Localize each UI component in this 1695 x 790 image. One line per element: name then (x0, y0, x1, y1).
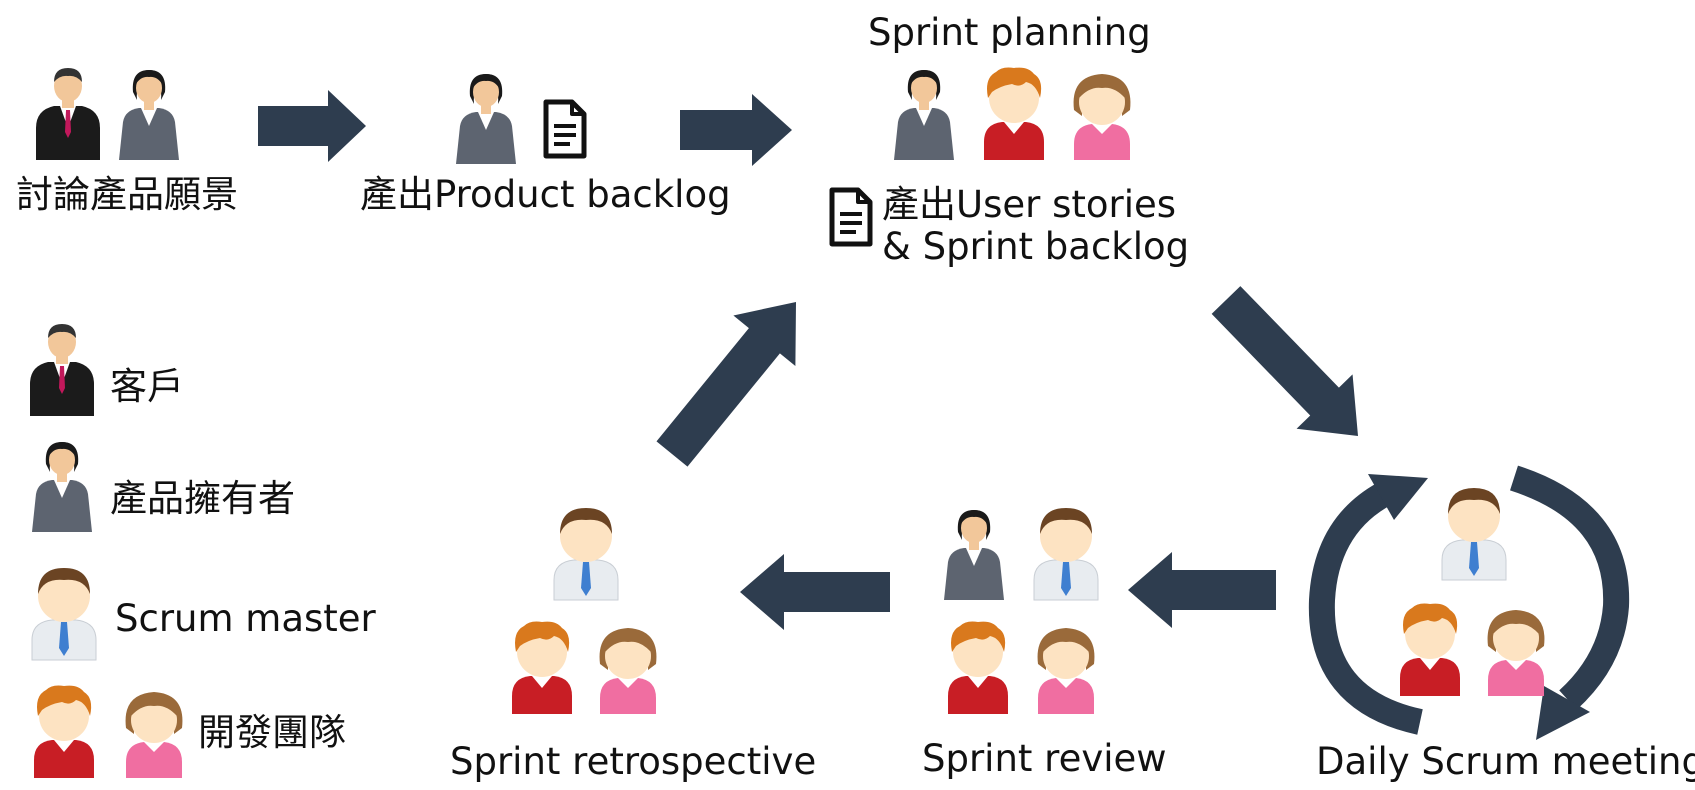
developer-male-icon (984, 67, 1044, 160)
product-owner-icon (119, 70, 179, 160)
cycle-arrow-right-head (1536, 686, 1590, 740)
flow-arrow-retro-to-planning (656, 302, 796, 467)
sprint-review-label: Sprint review (922, 737, 1167, 780)
document-icon (829, 187, 873, 247)
flow-arrow-review-to-retro (740, 554, 890, 630)
developer-male-icon (1400, 603, 1460, 696)
legend-customer-label: 客戶 (110, 365, 184, 408)
customer-icon (36, 68, 100, 160)
flow-arrow-vision-to-backlog (258, 90, 366, 162)
legend-dev-team-label: 開發團隊 (198, 711, 346, 754)
product-owner-icon (944, 510, 1004, 600)
developer-female-icon (599, 628, 657, 714)
scrum-master-icon (553, 508, 619, 601)
flow-arrow-daily-to-review (1128, 552, 1276, 628)
legend-product-owner-label: 產品擁有者 (110, 477, 295, 520)
sprint-planning-title: Sprint planning (868, 11, 1151, 54)
vision-label: 討論產品願景 (16, 173, 238, 216)
sprint-retrospective-label: Sprint retrospective (450, 740, 817, 783)
developer-female-icon (1037, 628, 1095, 714)
planning-output-line1: 產出User stories (882, 183, 1177, 226)
cycle-arrow-left (1308, 482, 1423, 735)
developer-female-icon (1073, 74, 1131, 160)
flow-arrow-planning-to-daily (1211, 286, 1358, 436)
developer-male-icon (948, 621, 1008, 714)
cycle-arrow-right (1509, 465, 1630, 710)
product-backlog-label: 產出Product backlog (360, 173, 731, 216)
product-owner-icon (894, 70, 954, 160)
developer-female-icon (125, 692, 183, 778)
planning-output-line2: & Sprint backlog (882, 225, 1190, 268)
developer-female-icon (1487, 610, 1545, 696)
cycle-arrow-left-head (1368, 474, 1428, 520)
flow-arrow-backlog-to-planning (680, 94, 792, 166)
scrum-master-icon (1033, 508, 1099, 601)
businessman-icon (30, 324, 94, 416)
product-owner-icon (456, 74, 516, 164)
document-icon (543, 99, 587, 159)
developer-male-icon (512, 621, 572, 714)
businesswoman-icon (32, 442, 92, 532)
daily-scrum-label: Daily Scrum meeting (1316, 740, 1695, 783)
legend-scrum-master-label: Scrum master (115, 597, 376, 640)
developer-male-icon (34, 685, 94, 778)
scrum-master-icon (1441, 488, 1507, 581)
scrum-master-icon (31, 568, 97, 661)
